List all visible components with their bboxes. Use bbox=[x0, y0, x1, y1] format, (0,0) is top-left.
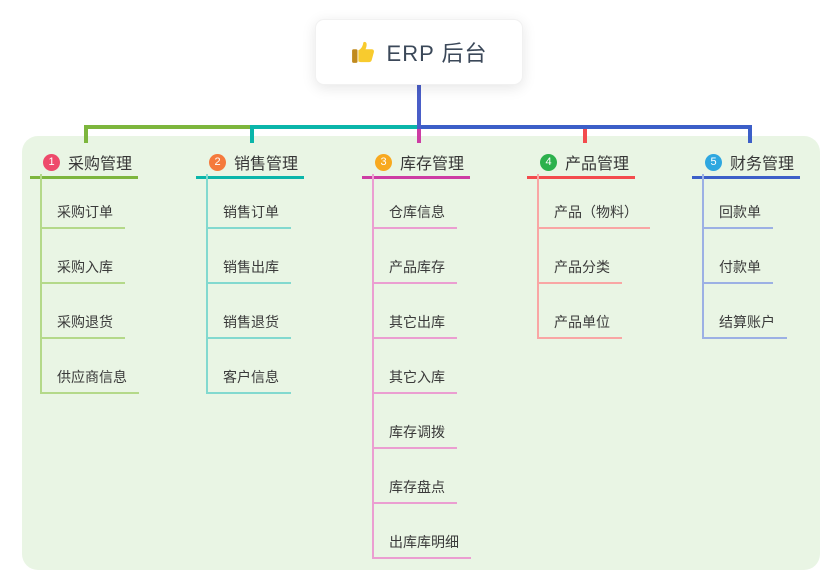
connector-drop-product bbox=[583, 125, 587, 143]
connector-drop-purchase bbox=[84, 125, 88, 143]
branch-children: 销售订单 销售出库 销售退货 客户信息 bbox=[206, 174, 291, 394]
child-node[interactable]: 仓库信息 bbox=[374, 174, 471, 229]
child-node[interactable]: 其它入库 bbox=[374, 339, 471, 394]
child-label: 产品单位 bbox=[539, 312, 622, 339]
child-node[interactable]: 产品分类 bbox=[539, 229, 650, 284]
child-node[interactable]: 产品（物料） bbox=[539, 174, 650, 229]
branch-number-badge: 5 bbox=[705, 153, 722, 171]
branch-inventory: 3 库存管理 仓库信息 产品库存 其它出库 其它入库 库存调拨 库存盘点 出库库… bbox=[362, 148, 471, 559]
child-label: 回款单 bbox=[704, 202, 773, 229]
child-label: 库存调拨 bbox=[374, 422, 457, 449]
child-node[interactable]: 客户信息 bbox=[208, 339, 291, 394]
child-label: 其它入库 bbox=[374, 367, 457, 394]
child-node[interactable]: 库存盘点 bbox=[374, 449, 471, 504]
child-label: 产品库存 bbox=[374, 257, 457, 284]
child-label: 采购订单 bbox=[42, 202, 125, 229]
branch-product: 4 产品管理 产品（物料） 产品分类 产品单位 bbox=[527, 148, 650, 339]
root-stem-connector bbox=[417, 84, 421, 129]
branch-node-finance[interactable]: 5 财务管理 bbox=[692, 148, 800, 179]
connector-rail-purchase bbox=[84, 125, 250, 129]
child-node[interactable]: 销售出库 bbox=[208, 229, 291, 284]
branch-purchase: 1 采购管理 采购订单 采购入库 采购退货 供应商信息 bbox=[30, 148, 139, 394]
child-label: 产品分类 bbox=[539, 257, 622, 284]
branch-node-inventory[interactable]: 3 库存管理 bbox=[362, 148, 470, 179]
branch-children: 回款单 付款单 结算账户 bbox=[702, 174, 787, 339]
connector-rail-sales bbox=[250, 125, 421, 129]
child-node[interactable]: 供应商信息 bbox=[42, 339, 139, 394]
thumbs-up-icon bbox=[351, 41, 374, 63]
child-label: 采购退货 bbox=[42, 312, 125, 339]
connector-drop-inventory bbox=[417, 125, 421, 143]
child-label: 销售退货 bbox=[208, 312, 291, 339]
branch-node-product[interactable]: 4 产品管理 bbox=[527, 148, 635, 179]
root-title: ERP 后台 bbox=[386, 41, 488, 66]
child-label: 库存盘点 bbox=[374, 477, 457, 504]
child-node[interactable]: 销售退货 bbox=[208, 284, 291, 339]
child-label: 销售出库 bbox=[208, 257, 291, 284]
child-node[interactable]: 结算账户 bbox=[704, 284, 787, 339]
branch-number-badge: 1 bbox=[43, 153, 60, 171]
child-label: 仓库信息 bbox=[374, 202, 457, 229]
branch-label: 财务管理 bbox=[730, 156, 795, 173]
connector-drop-sales bbox=[250, 125, 254, 143]
child-node[interactable]: 付款单 bbox=[704, 229, 787, 284]
child-node[interactable]: 其它出库 bbox=[374, 284, 471, 339]
child-node[interactable]: 采购退货 bbox=[42, 284, 139, 339]
branch-label: 产品管理 bbox=[565, 156, 630, 173]
child-label: 结算账户 bbox=[704, 312, 787, 339]
child-label: 供应商信息 bbox=[42, 367, 139, 394]
child-node[interactable]: 销售订单 bbox=[208, 174, 291, 229]
child-label: 其它出库 bbox=[374, 312, 457, 339]
child-node[interactable]: 出库库明细 bbox=[374, 504, 471, 559]
branch-number-badge: 2 bbox=[209, 153, 226, 171]
branch-label: 销售管理 bbox=[234, 156, 299, 173]
child-label: 付款单 bbox=[704, 257, 773, 284]
child-label: 采购入库 bbox=[42, 257, 125, 284]
connector-drop-finance bbox=[748, 125, 752, 143]
child-node[interactable]: 回款单 bbox=[704, 174, 787, 229]
child-node[interactable]: 采购入库 bbox=[42, 229, 139, 284]
child-label: 出库库明细 bbox=[374, 532, 471, 559]
child-label: 产品（物料） bbox=[539, 202, 650, 229]
branch-sales: 2 销售管理 销售订单 销售出库 销售退货 客户信息 bbox=[196, 148, 304, 394]
branch-label: 采购管理 bbox=[68, 156, 133, 173]
child-label: 客户信息 bbox=[208, 367, 291, 394]
branch-node-purchase[interactable]: 1 采购管理 bbox=[30, 148, 138, 179]
branch-children: 采购订单 采购入库 采购退货 供应商信息 bbox=[40, 174, 139, 394]
branch-label: 库存管理 bbox=[400, 156, 465, 173]
root-node[interactable]: ERP 后台 bbox=[315, 19, 523, 85]
child-node[interactable]: 库存调拨 bbox=[374, 394, 471, 449]
branch-number-badge: 4 bbox=[540, 153, 557, 171]
child-label: 销售订单 bbox=[208, 202, 291, 229]
child-node[interactable]: 采购订单 bbox=[42, 174, 139, 229]
branch-number-badge: 3 bbox=[375, 153, 392, 171]
branch-finance: 5 财务管理 回款单 付款单 结算账户 bbox=[692, 148, 800, 339]
connector-rail-finance bbox=[417, 125, 752, 129]
group-background bbox=[22, 136, 820, 570]
branch-children: 产品（物料） 产品分类 产品单位 bbox=[537, 174, 650, 339]
branch-children: 仓库信息 产品库存 其它出库 其它入库 库存调拨 库存盘点 出库库明细 bbox=[372, 174, 471, 559]
branch-node-sales[interactable]: 2 销售管理 bbox=[196, 148, 304, 179]
child-node[interactable]: 产品单位 bbox=[539, 284, 650, 339]
child-node[interactable]: 产品库存 bbox=[374, 229, 471, 284]
